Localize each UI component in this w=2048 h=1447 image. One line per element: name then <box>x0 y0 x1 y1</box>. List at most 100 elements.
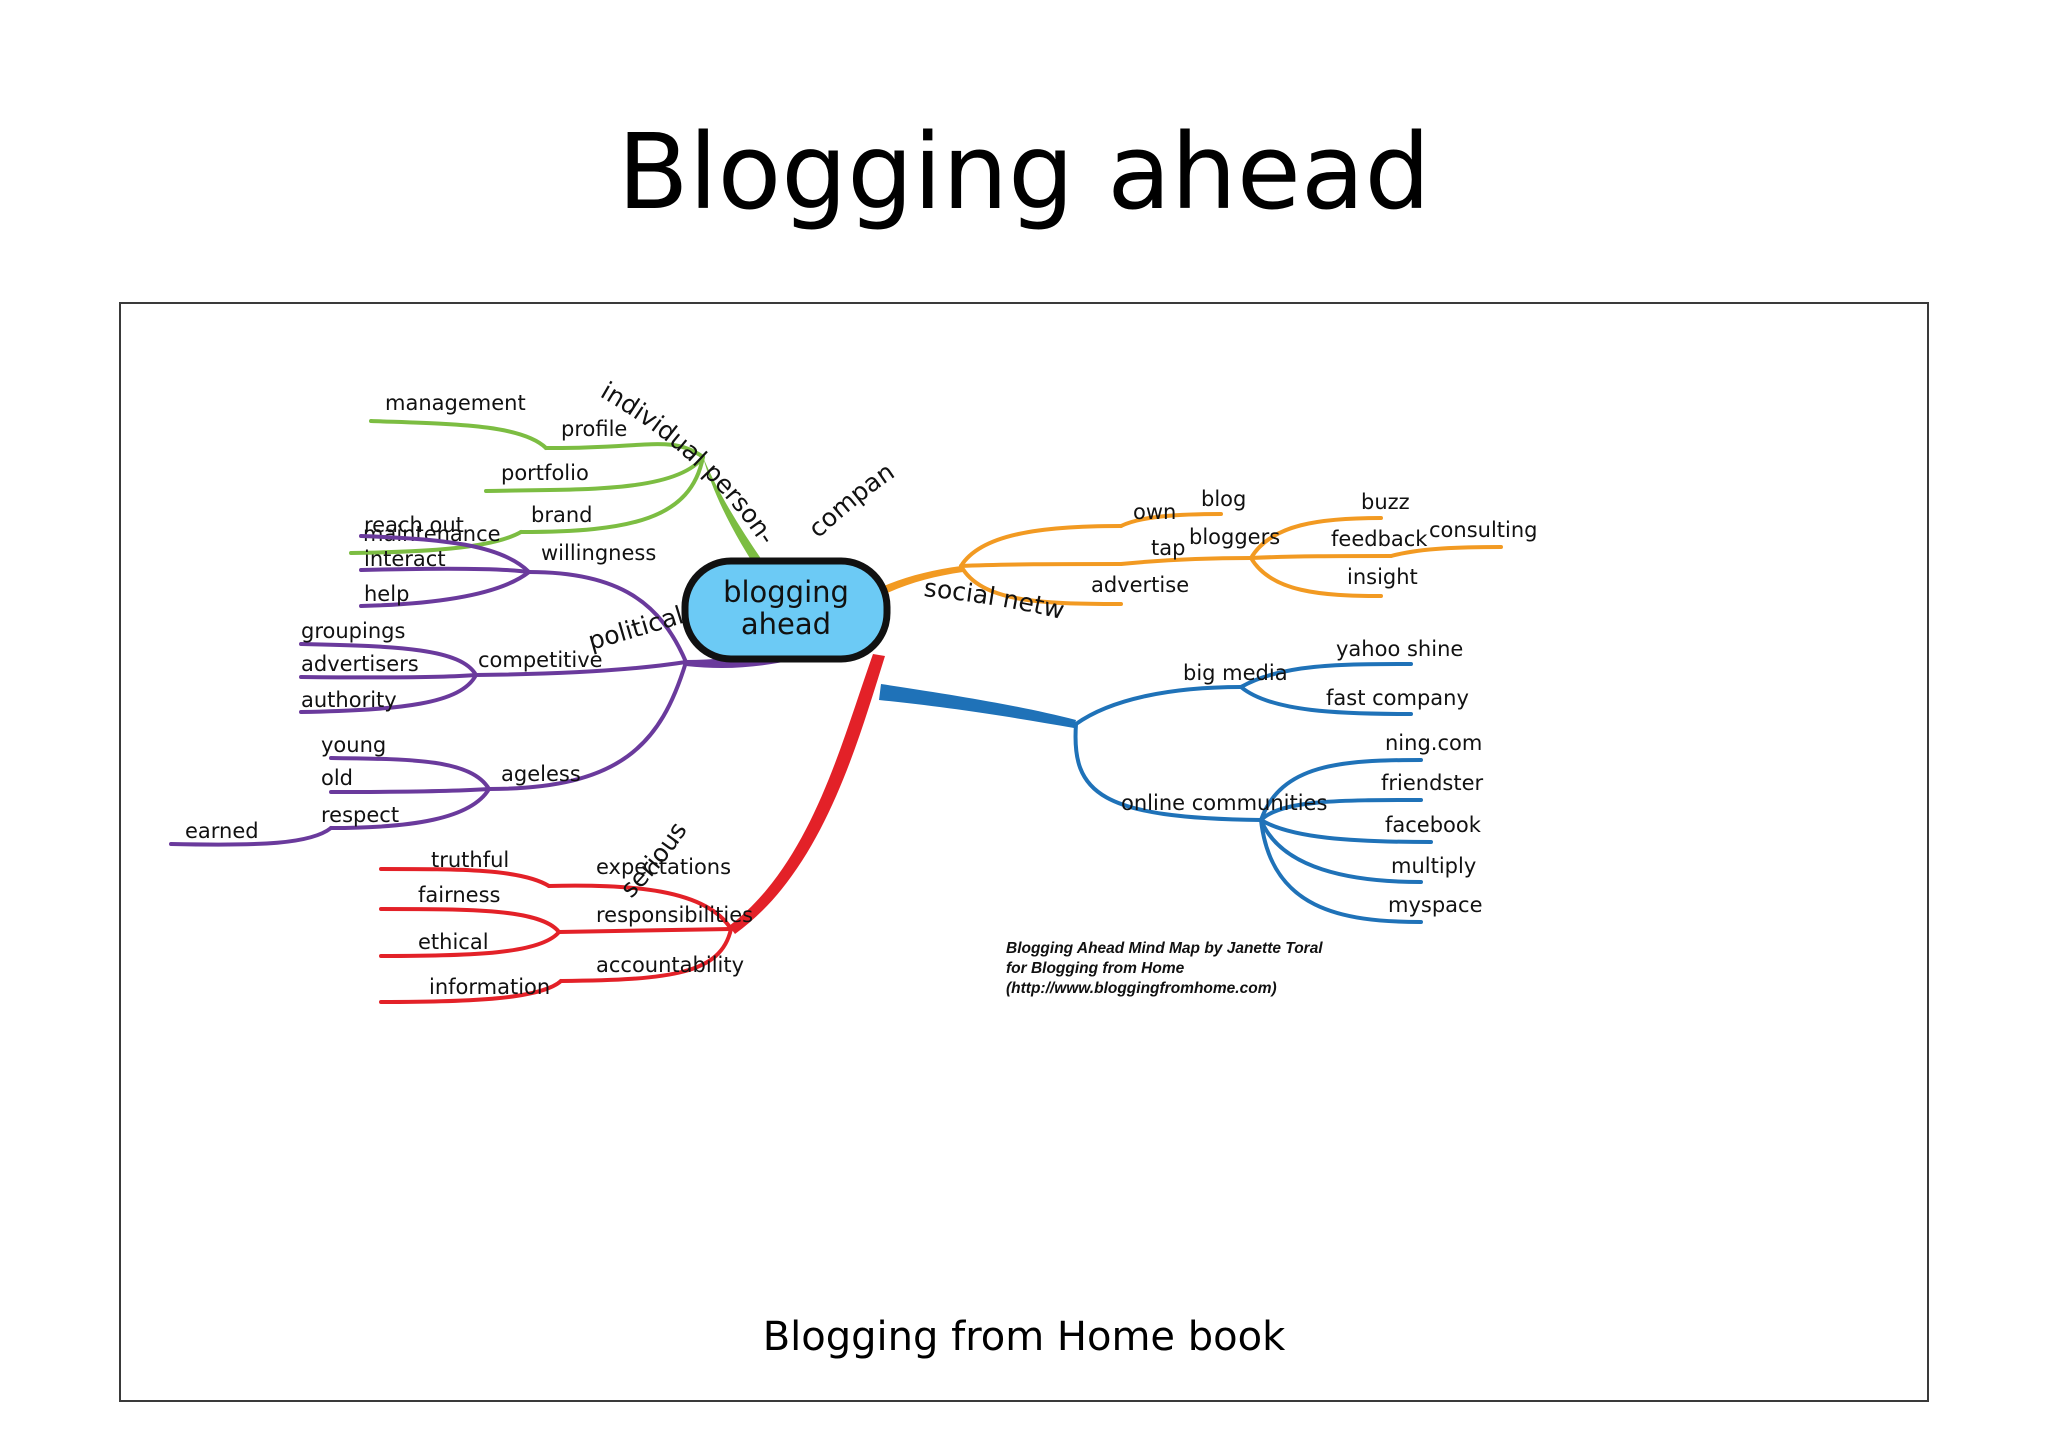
edge-help <box>359 570 531 608</box>
node-information: information <box>429 975 550 999</box>
node-feedback: feedback <box>1331 527 1428 551</box>
edge-old <box>329 787 491 794</box>
edge-multiply <box>1259 818 1423 884</box>
node-advertisers: advertisers <box>301 652 419 676</box>
node-ageless: ageless <box>501 762 581 786</box>
edge-groupings <box>299 642 478 677</box>
node-management: management <box>385 391 526 415</box>
node-portfolio: portfolio <box>501 461 589 485</box>
node-tap: tap <box>1151 536 1185 560</box>
center-node-line1: blogging <box>723 575 849 609</box>
edge-expectations <box>547 883 733 931</box>
branch-serious <box>379 654 885 1004</box>
node-ethical: ethical <box>418 930 489 954</box>
edge-tap <box>959 562 1123 568</box>
center-node-shape <box>681 557 891 663</box>
edge-buzz <box>1249 516 1383 560</box>
node-insight: insight <box>1347 565 1418 589</box>
node-facebook: facebook <box>1385 813 1482 837</box>
edge-online-communities <box>1073 722 1263 822</box>
branch-social <box>879 662 1433 924</box>
edge-responsibilities <box>557 927 733 934</box>
edge-willingness <box>527 570 688 664</box>
edge-accountability <box>559 927 733 983</box>
node-responsibilities: responsibilities <box>596 903 753 927</box>
node-ning: ning.com <box>1385 731 1482 755</box>
edge-fairness <box>379 907 561 934</box>
mindmap-credit: Blogging Ahead Mind Map by Janette Toral… <box>1006 940 1323 997</box>
edge-yahoo-shine <box>1239 662 1413 689</box>
node-truthful: truthful <box>431 848 509 872</box>
node-authority: authority <box>301 688 397 712</box>
node-profile: profile <box>561 417 627 441</box>
node-young: young <box>321 733 386 757</box>
edge-consulting <box>1389 545 1503 558</box>
node-fast-company: fast company <box>1326 686 1469 710</box>
edge-respect <box>329 787 491 830</box>
edge-reach-out <box>359 534 531 574</box>
edge-blog <box>1119 512 1223 528</box>
node-brand: brand <box>531 503 592 527</box>
mindmap-diagram: individual person-focused profile manage… <box>121 304 1538 1004</box>
edge-advertise <box>959 564 1123 606</box>
node-interact: interact <box>364 547 446 571</box>
branch-political <box>169 534 837 847</box>
edge-information <box>379 979 563 1004</box>
edge-brand <box>519 455 705 534</box>
node-respect: respect <box>321 803 399 827</box>
mindmap-frame: individual person-focused profile manage… <box>119 302 1929 1402</box>
edge-young <box>329 756 491 791</box>
node-yahoo-shine: yahoo shine <box>1336 637 1463 661</box>
node-bloggers: bloggers <box>1189 525 1280 549</box>
node-willingness: willingness <box>541 541 656 565</box>
node-blog: blog <box>1201 487 1246 511</box>
edge-friendster <box>1259 798 1423 822</box>
edge-fast-company <box>1239 685 1413 716</box>
edge-big-media <box>1074 685 1243 726</box>
node-online-communities: online communities <box>1121 791 1327 815</box>
node-friendster: friendster <box>1381 771 1484 795</box>
label-social: social networks <box>121 304 1067 625</box>
node-advertise: advertise <box>1091 573 1189 597</box>
node-big-media: big media <box>1183 661 1288 685</box>
connector-serious <box>729 654 885 934</box>
node-expectations: expectations <box>596 855 731 879</box>
center-node: blogging ahead <box>681 557 891 663</box>
node-buzz: buzz <box>1361 490 1410 514</box>
edge-profile <box>544 442 705 459</box>
label-companies: companies <box>121 304 900 543</box>
edge-authority <box>299 673 478 714</box>
center-node-line2: ahead <box>741 607 831 641</box>
edge-feedback <box>1249 554 1393 560</box>
node-reach-out: reach out <box>364 513 464 537</box>
edge-own <box>959 524 1123 568</box>
node-myspace: myspace <box>1388 893 1483 917</box>
connector-social <box>879 684 1076 728</box>
edge-advertisers <box>299 673 478 680</box>
node-own: own <box>1133 500 1176 524</box>
node-fairness: fairness <box>418 883 500 907</box>
edge-earned <box>169 826 333 847</box>
edge-facebook <box>1259 818 1433 844</box>
edge-ethical <box>379 930 561 958</box>
edge-interact <box>359 566 531 574</box>
node-old: old <box>321 766 353 790</box>
node-consulting: consulting <box>1429 518 1538 542</box>
slide-title: Blogging ahead <box>617 111 1431 233</box>
edge-truthful <box>379 867 551 888</box>
figure-caption: Blogging from Home book <box>762 1314 1286 1360</box>
edge-ageless <box>487 660 688 791</box>
node-multiply: multiply <box>1391 854 1476 878</box>
node-earned: earned <box>185 819 259 843</box>
edge-competitive <box>474 660 688 677</box>
edge-insight <box>1249 556 1383 598</box>
node-help: help <box>364 582 409 606</box>
edge-myspace <box>1259 818 1423 924</box>
node-groupings: groupings <box>301 619 405 643</box>
edge-maintenance <box>349 530 523 555</box>
edge-management <box>369 419 548 450</box>
branch-companies <box>811 512 1503 642</box>
node-accountability: accountability <box>596 953 744 977</box>
node-competitive: competitive <box>478 648 603 672</box>
edge-ning <box>1259 758 1423 822</box>
